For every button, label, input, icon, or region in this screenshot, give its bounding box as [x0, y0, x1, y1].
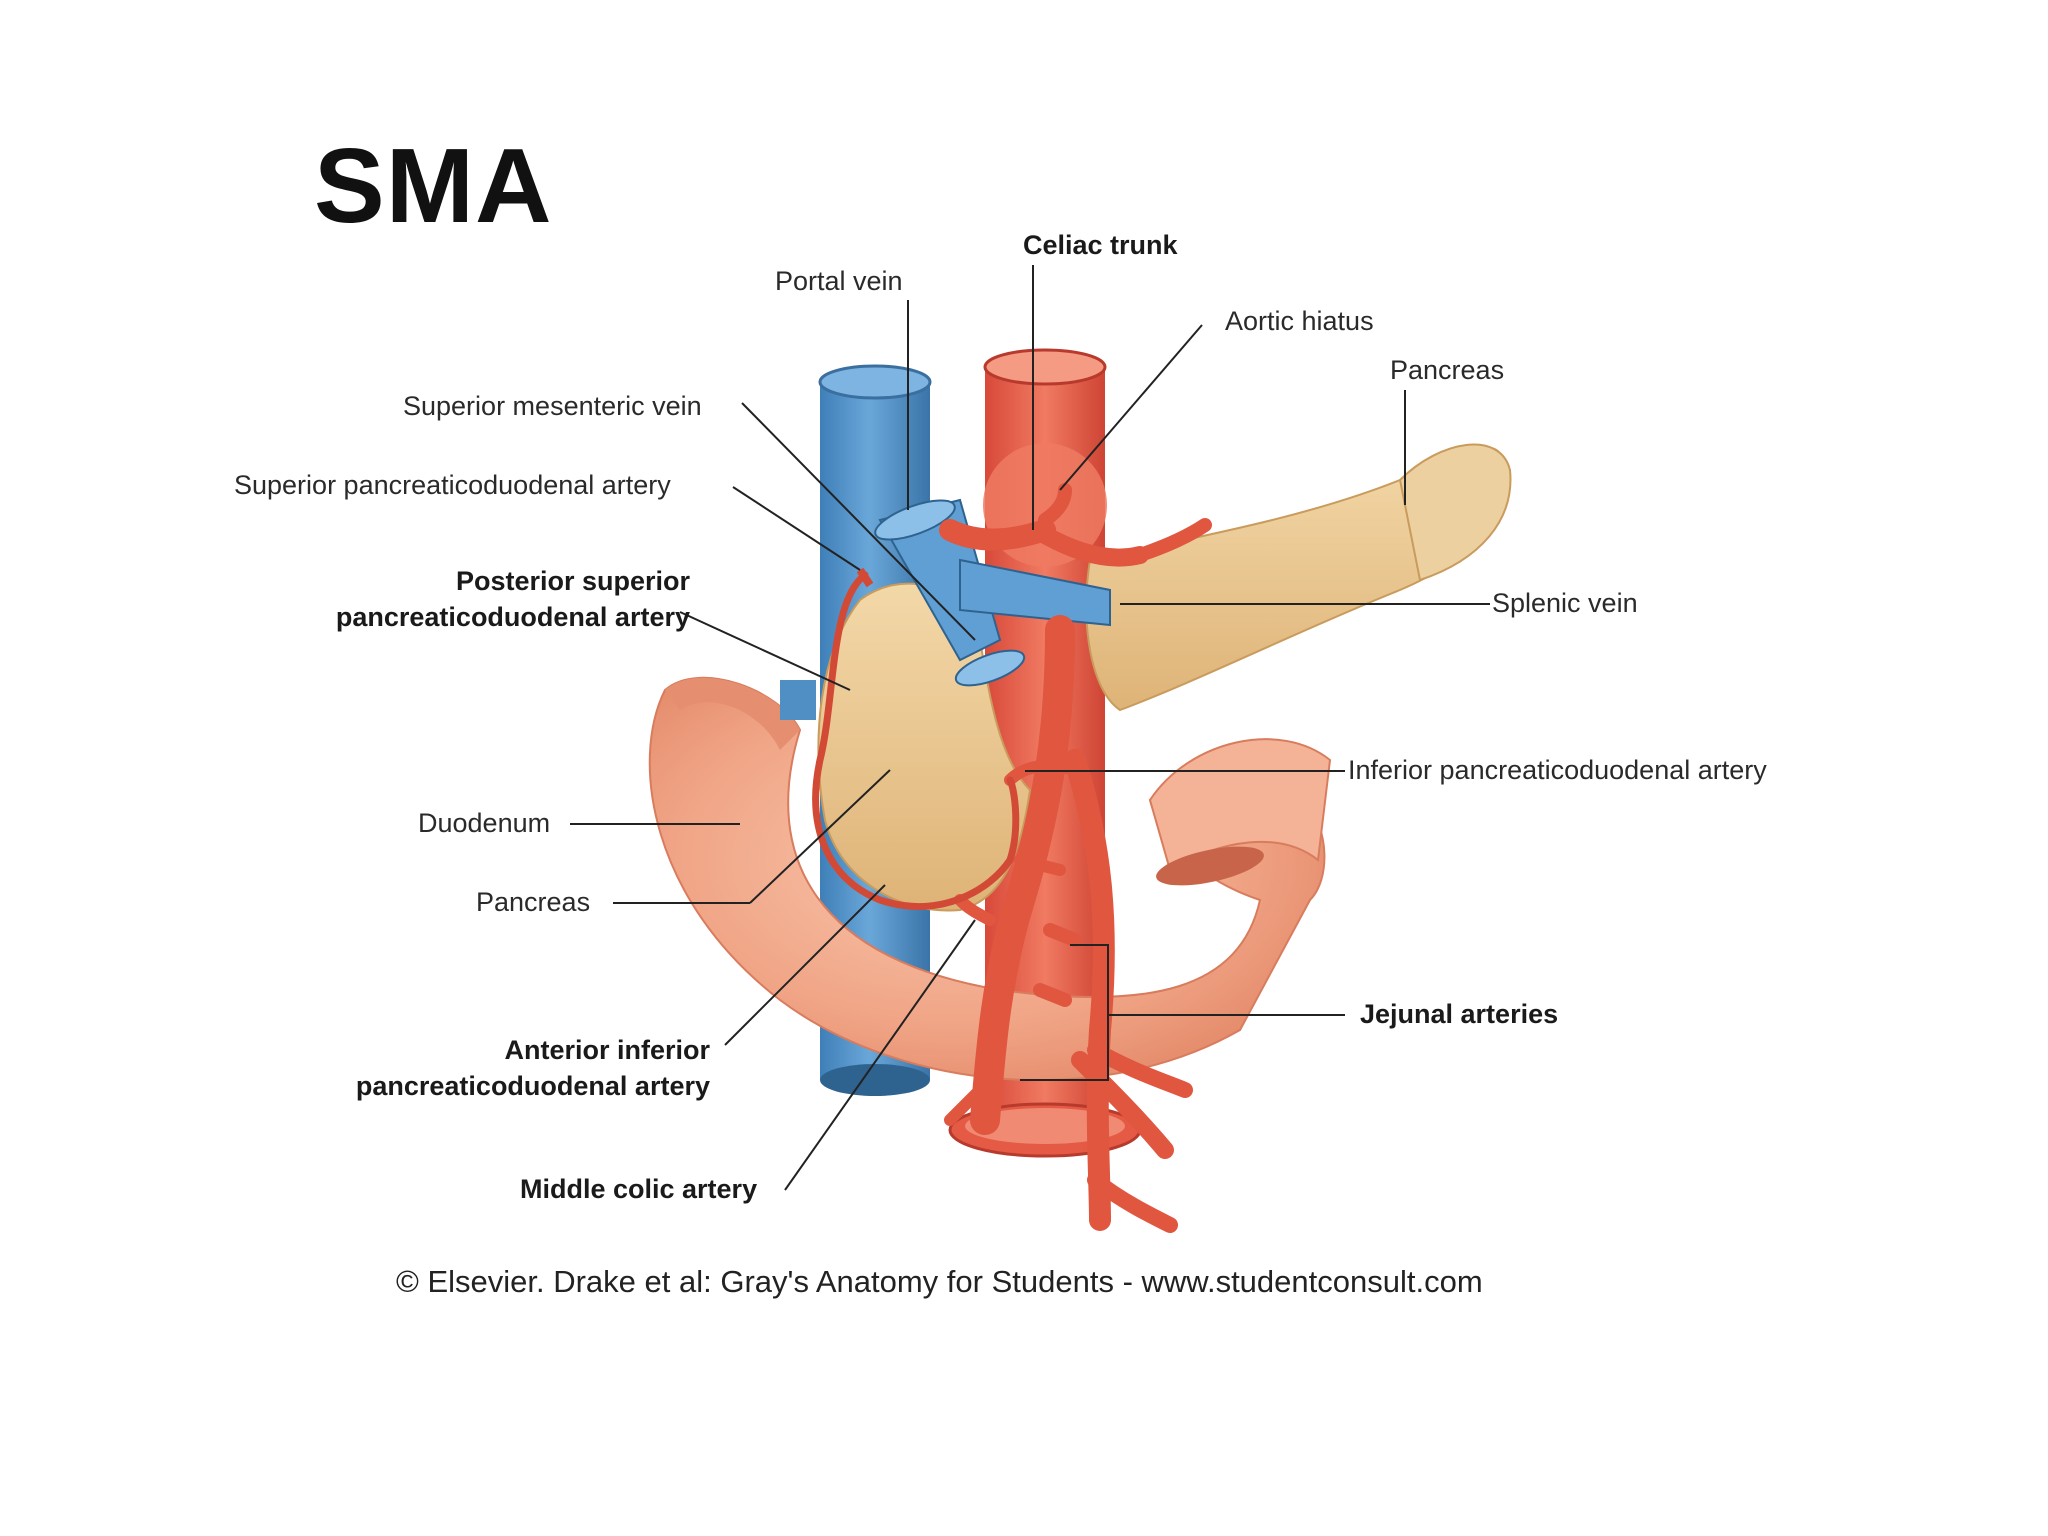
label-splenic-vein: Splenic vein	[1492, 588, 1638, 618]
label-portal-vein: Portal vein	[775, 266, 903, 296]
label-anterior-inferior-line1: Anterior inferior	[504, 1035, 710, 1065]
label-superior-pancreaticoduodenal-artery: Superior pancreaticoduodenal artery	[234, 470, 671, 500]
copyright-credit: © Elsevier. Drake et al: Gray's Anatomy …	[396, 1264, 1483, 1299]
label-inferior-pancreaticoduodenal-artery: Inferior pancreaticoduodenal artery	[1348, 755, 1767, 785]
leader-lines	[570, 265, 1490, 1191]
label-posterior-superior-line1: Posterior superior	[455, 566, 690, 596]
label-posterior-superior-line2: pancreaticoduodenal artery	[335, 602, 690, 632]
label-duodenum: Duodenum	[418, 808, 551, 838]
label-jejunal-arteries: Jejunal arteries	[1360, 999, 1559, 1029]
celiac-trunk	[939, 483, 1212, 567]
label-pancreas-upper: Pancreas	[1390, 355, 1505, 385]
label-celiac-trunk: Celiac trunk	[1023, 230, 1178, 260]
label-superior-mesenteric-vein: Superior mesenteric vein	[403, 391, 702, 421]
label-middle-colic-artery: Middle colic artery	[520, 1174, 758, 1204]
slide-title: SMA	[314, 127, 553, 245]
label-pancreas-lower: Pancreas	[476, 887, 591, 917]
superior-mesenteric-artery	[944, 615, 1193, 1233]
label-anterior-inferior-line2: pancreaticoduodenal artery	[355, 1071, 710, 1101]
label-aortic-hiatus: Aortic hiatus	[1225, 306, 1374, 336]
jejunal-bracket	[1020, 944, 1109, 1081]
pancreaticoduodenal-arcade	[812, 567, 1020, 910]
